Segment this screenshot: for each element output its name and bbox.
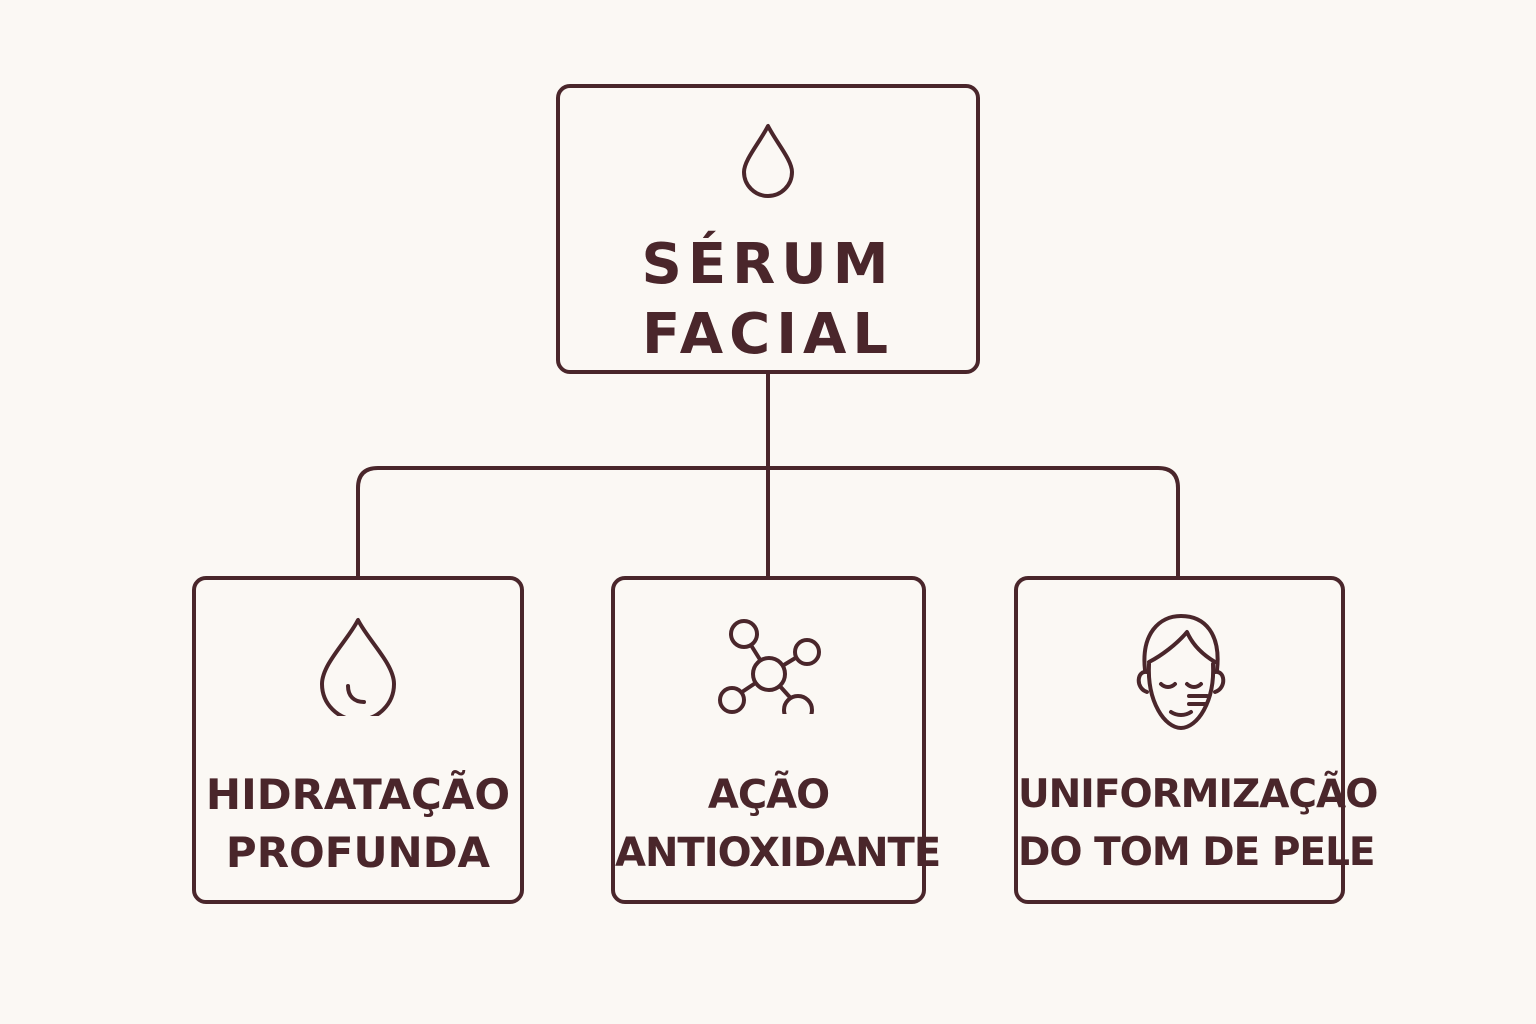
face-icon [1136, 614, 1225, 730]
molecule-icon [717, 619, 821, 714]
child-label-line2: DO TOM DE PELE [1018, 830, 1376, 875]
droplet-icon [320, 618, 396, 716]
child-node-uniformizacao: UNIFORMIZAÇÃO DO TOM DE PELE [1014, 576, 1378, 904]
child-label-line1: HIDRATAÇÃO [205, 770, 511, 819]
root-label-line1: SÉRUM [641, 232, 895, 297]
root-label-line2: FACIAL [641, 302, 895, 367]
child-label-line2: PROFUNDA [225, 828, 491, 877]
droplet-icon [742, 124, 794, 198]
child-label-line1: UNIFORMIZAÇÃO [1018, 772, 1378, 817]
child-node-acao-antioxidante: AÇÃO ANTIOXIDANTE [611, 576, 941, 904]
child-node-hidratacao: HIDRATAÇÃO PROFUNDA [192, 576, 524, 904]
root-node-serum-facial: SÉRUM FACIAL [556, 84, 980, 374]
child-label-line1: AÇÃO [707, 772, 830, 818]
connector-branch-bar [356, 466, 1180, 580]
child-label-line2: ANTIOXIDANTE [615, 830, 941, 876]
